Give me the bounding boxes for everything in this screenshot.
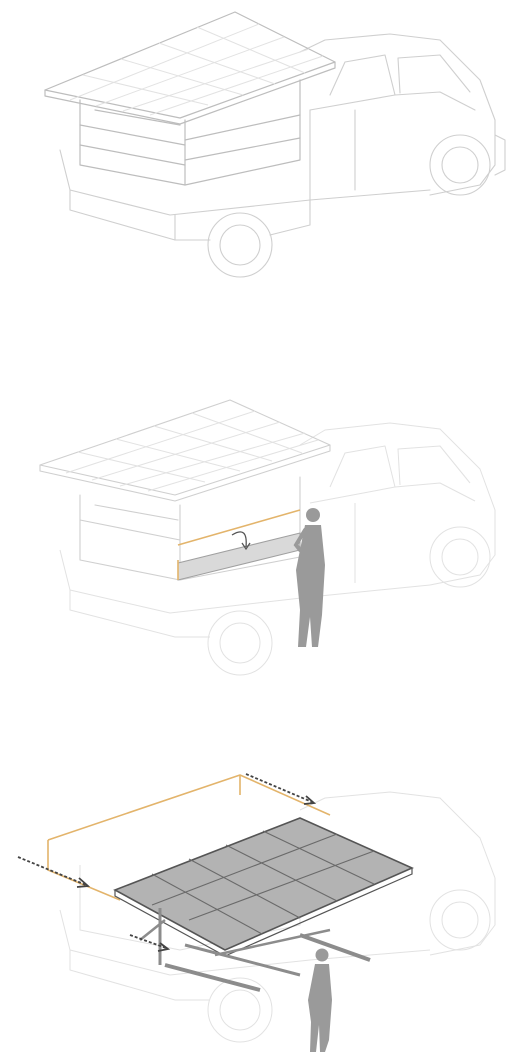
opening-side-panel [178, 510, 300, 580]
pickup-truck [60, 34, 505, 277]
truck-extended-drawing [0, 760, 518, 1057]
step-2-side-panel-opening [0, 385, 518, 685]
arrow-top-right [246, 774, 312, 802]
solar-roof-array [40, 400, 330, 501]
rotate-arrow [232, 532, 246, 547]
arrow-left [18, 857, 86, 885]
step-3-solar-array-extended [0, 760, 518, 1057]
step-1-closed [0, 0, 518, 300]
solar-roof-array [45, 12, 335, 124]
truck-closed-drawing [0, 0, 518, 300]
truck-opening-drawing [0, 385, 518, 685]
camper-box [80, 80, 300, 185]
person-figure [308, 949, 332, 1053]
